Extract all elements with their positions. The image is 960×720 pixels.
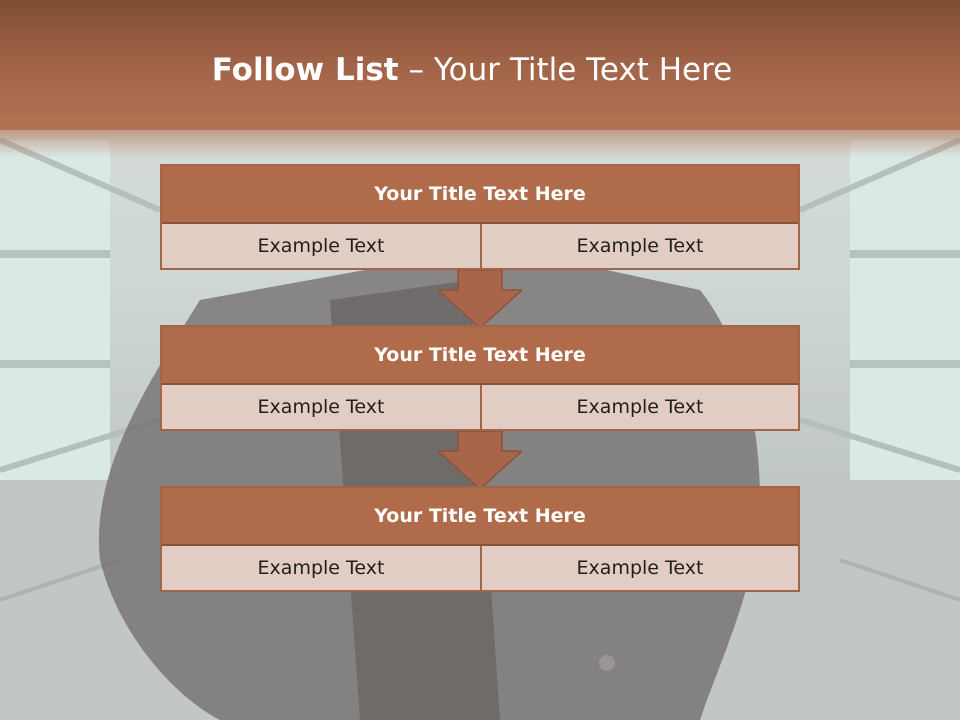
title-rest: – Your Title Text Here [398, 52, 733, 88]
step-cell-right: Example Text [482, 385, 798, 429]
step-cell-right: Example Text [482, 224, 798, 268]
step-cell-left: Example Text [162, 385, 482, 429]
step-cell-left: Example Text [162, 224, 482, 268]
step-box: Your Title Text Here Example Text Exampl… [160, 164, 800, 270]
header-band [0, 0, 960, 130]
step-title: Your Title Text Here [162, 327, 798, 385]
header-fade [0, 118, 960, 158]
step-box: Your Title Text Here Example Text Exampl… [160, 486, 800, 592]
step-title: Your Title Text Here [162, 166, 798, 224]
title-bold: Follow List [211, 52, 399, 88]
step-title: Your Title Text Here [162, 488, 798, 546]
down-arrow-icon [438, 431, 522, 489]
slide-title: Follow List – Your Title Text Here [0, 52, 944, 88]
step-cell-left: Example Text [162, 546, 482, 590]
step-box: Your Title Text Here Example Text Exampl… [160, 325, 800, 431]
step-cell-right: Example Text [482, 546, 798, 590]
down-arrow-icon [438, 270, 522, 328]
